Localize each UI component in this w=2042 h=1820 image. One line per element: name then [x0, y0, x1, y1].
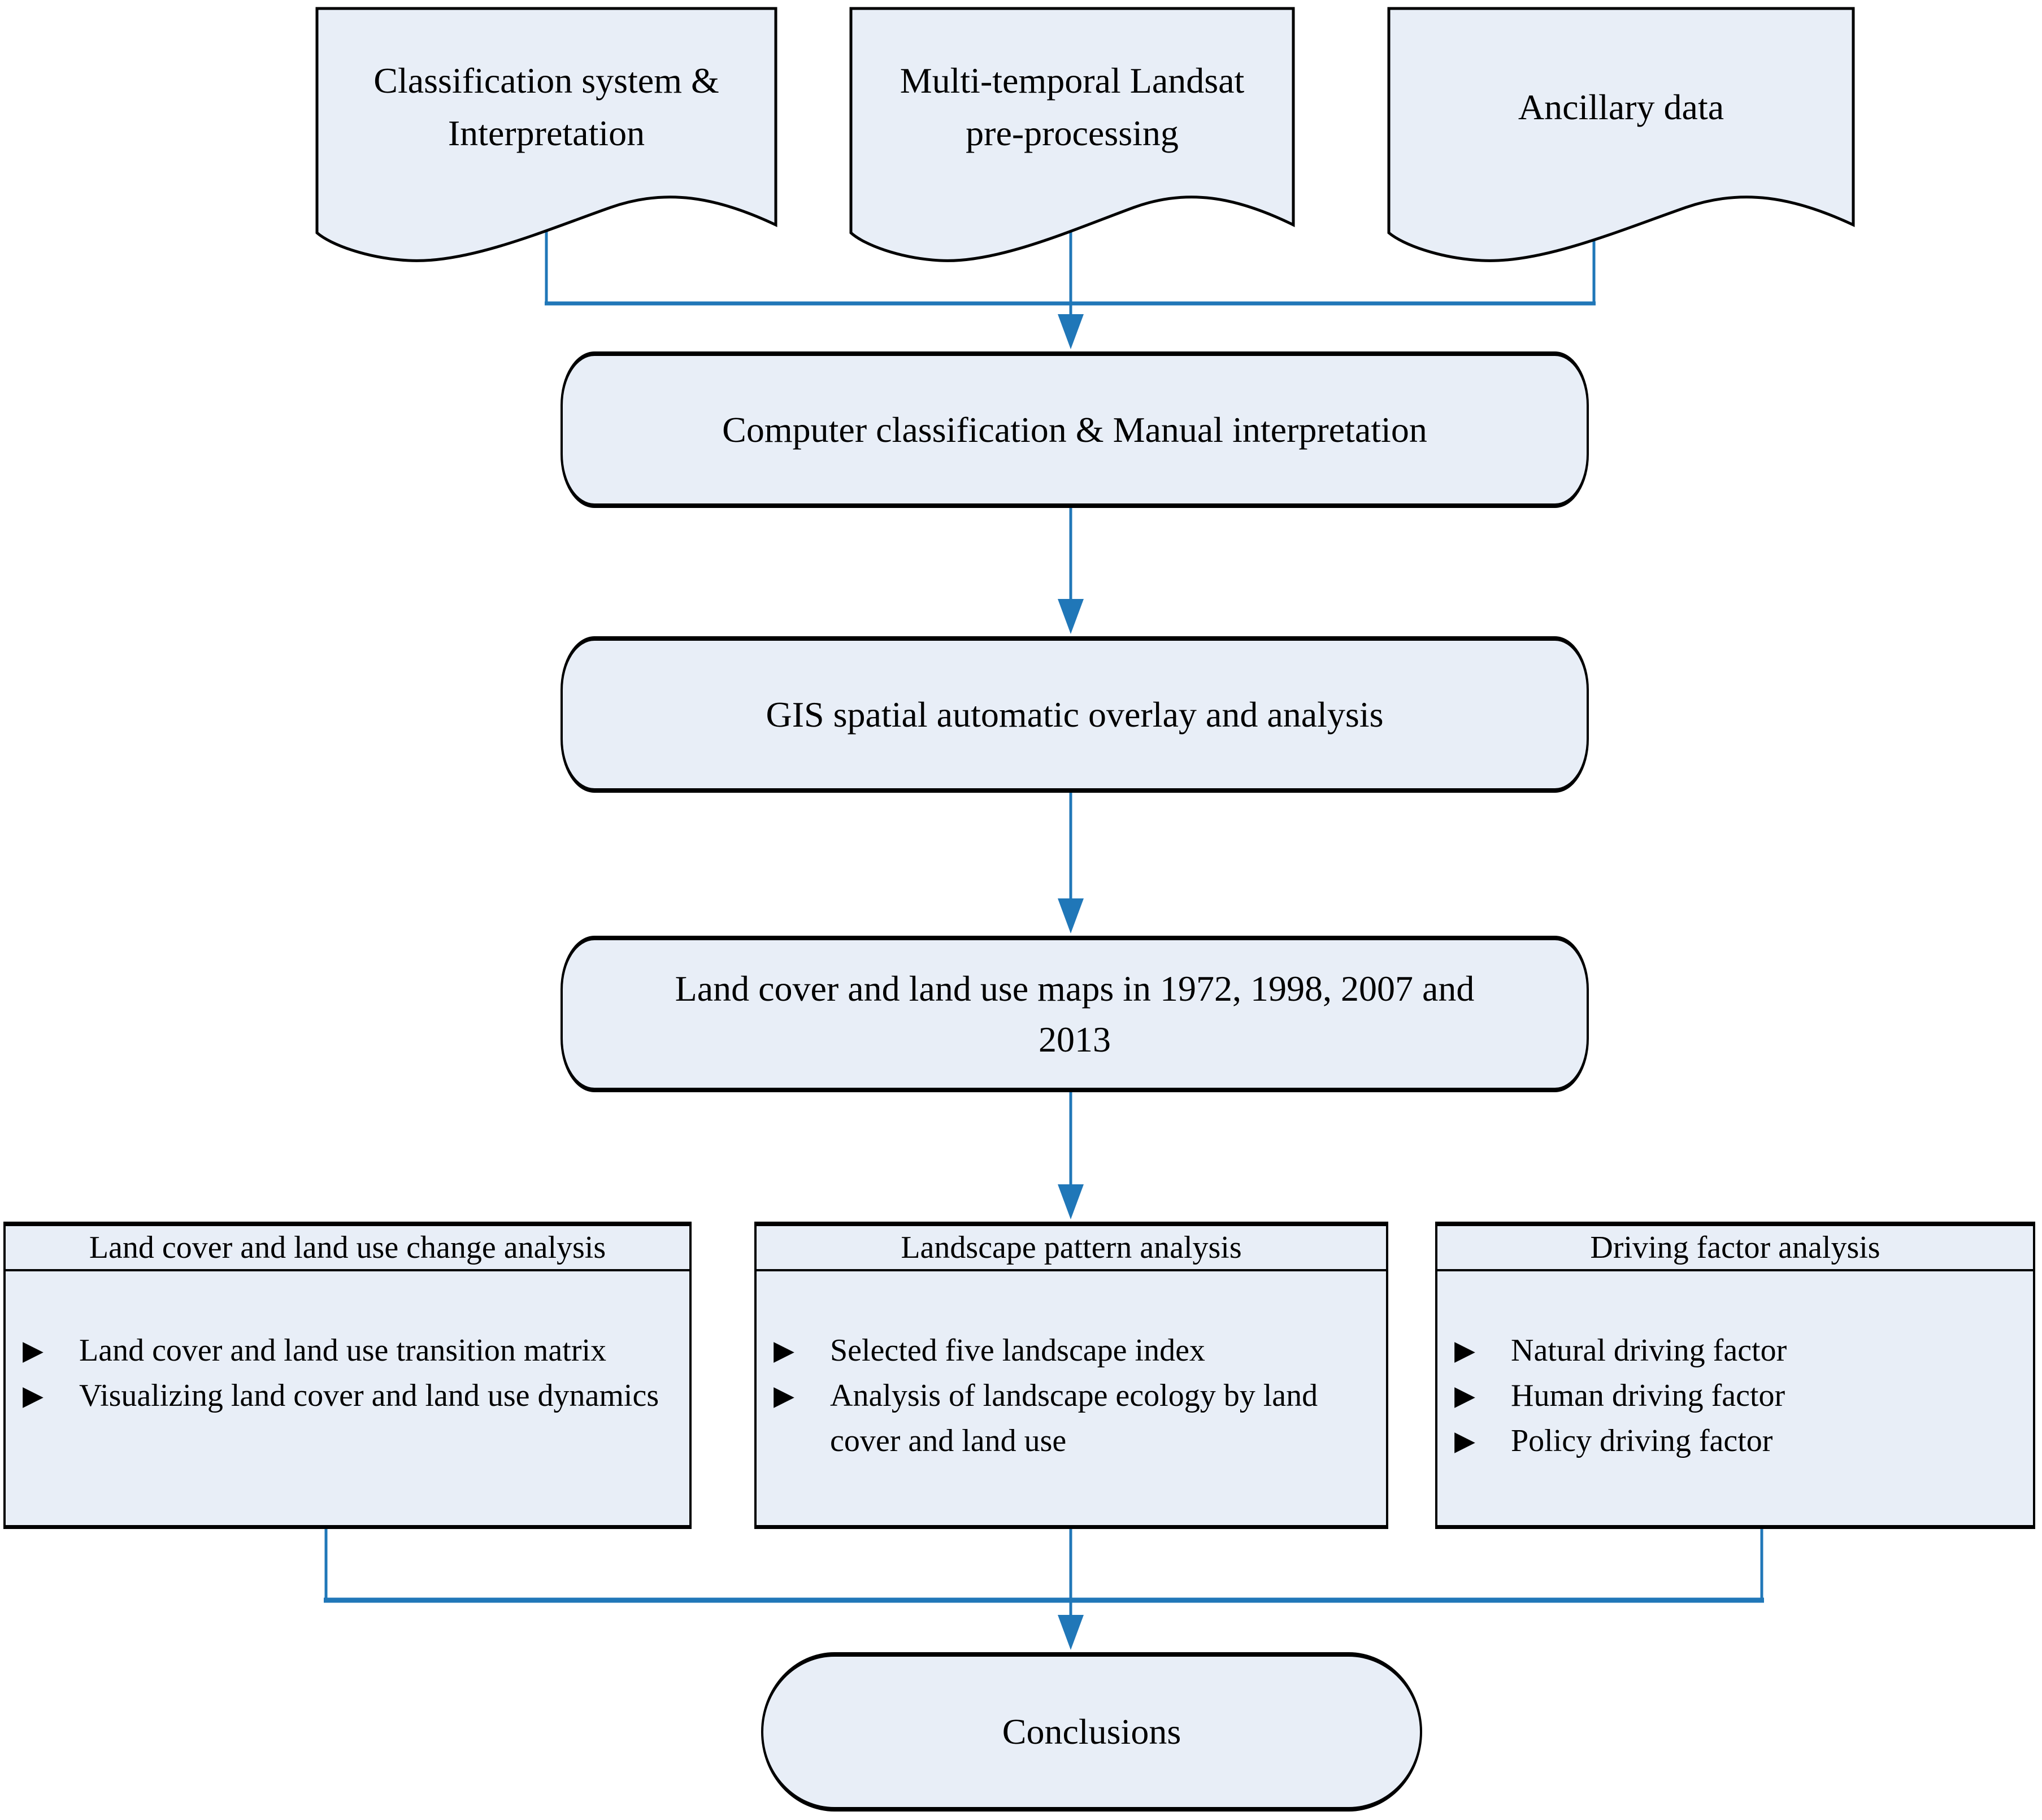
panel-landscape-pattern-analysis: Landscape pattern analysis ▶ Selected fi… [754, 1222, 1388, 1529]
panel-body-driving-factor: ▶ Natural driving factor ▶ Human driving… [1437, 1271, 2033, 1463]
list-item-label: Policy driving factor [1511, 1423, 1773, 1458]
bullet-triangle-icon: ▶ [1454, 1380, 1475, 1411]
terminal-conclusions: Conclusions [761, 1652, 1422, 1812]
process-box-landuse-maps: Land cover and land use maps in 1972, 19… [561, 936, 1589, 1092]
list-item: ▶ Human driving factor [1454, 1373, 2023, 1418]
list-item-label: Selected five landscape index [830, 1333, 1205, 1368]
list-item: ▶ Natural driving factor [1454, 1328, 2023, 1373]
panel-body-landscape-pattern: ▶ Selected five landscape index ▶ Analys… [757, 1271, 1386, 1463]
bullet-triangle-icon: ▶ [23, 1335, 44, 1366]
bullet-triangle-icon: ▶ [1454, 1335, 1475, 1366]
list-item-label: Visualizing land cover and land use dyna… [79, 1378, 659, 1413]
document-shape-ancillary-data [1387, 7, 1855, 262]
document-shape-classification-system [315, 7, 777, 262]
list-item: ▶ Analysis of landscape ecology by land … [774, 1373, 1376, 1463]
list-item: ▶ Visualizing land cover and land use dy… [23, 1373, 679, 1418]
arrowhead-to-conclusions [1058, 1615, 1084, 1650]
panel-land-cover-change-analysis: Land cover and land use change analysis … [3, 1222, 692, 1529]
arrowhead-to-gis [1058, 599, 1084, 634]
process-box-computer-classification: Computer classification & Manual interpr… [561, 351, 1589, 508]
bullet-triangle-icon: ▶ [774, 1380, 794, 1411]
document-shape-landsat-preprocessing [849, 7, 1295, 262]
panel-body-land-cover-change: ▶ Land cover and land use transition mat… [6, 1271, 689, 1418]
document-label-ancillary-data: Ancillary data [1518, 86, 1724, 127]
list-item-label: Analysis of landscape ecology by land co… [830, 1378, 1318, 1458]
document-label-landsat-preprocessing: Multi-temporal Landsat pre-processing [900, 60, 1245, 153]
list-item-label: Human driving factor [1511, 1378, 1785, 1413]
list-item-label: Land cover and land use transition matri… [79, 1333, 607, 1368]
process-box-gis-overlay: GIS spatial automatic overlay and analys… [561, 636, 1589, 793]
arrowhead-to-classification [1058, 314, 1084, 349]
bullet-triangle-icon: ▶ [774, 1335, 794, 1366]
bullet-triangle-icon: ▶ [1454, 1425, 1475, 1457]
list-item-label: Natural driving factor [1511, 1333, 1787, 1368]
list-item: ▶ Policy driving factor [1454, 1418, 2023, 1463]
panel-title-driving-factor: Driving factor analysis [1437, 1226, 2033, 1271]
panel-title-landscape-pattern: Landscape pattern analysis [757, 1226, 1386, 1271]
list-item: ▶ Selected five landscape index [774, 1328, 1376, 1373]
arrowhead-to-maps [1058, 898, 1084, 933]
arrowhead-to-landscape-panel [1058, 1184, 1084, 1219]
list-item: ▶ Land cover and land use transition mat… [23, 1328, 679, 1373]
document-label-classification-system: Classification system & Interpretation [373, 60, 719, 153]
panel-driving-factor-analysis: Driving factor analysis ▶ Natural drivin… [1435, 1222, 2035, 1529]
panel-title-land-cover-change: Land cover and land use change analysis [6, 1226, 689, 1271]
bullet-triangle-icon: ▶ [23, 1380, 44, 1411]
